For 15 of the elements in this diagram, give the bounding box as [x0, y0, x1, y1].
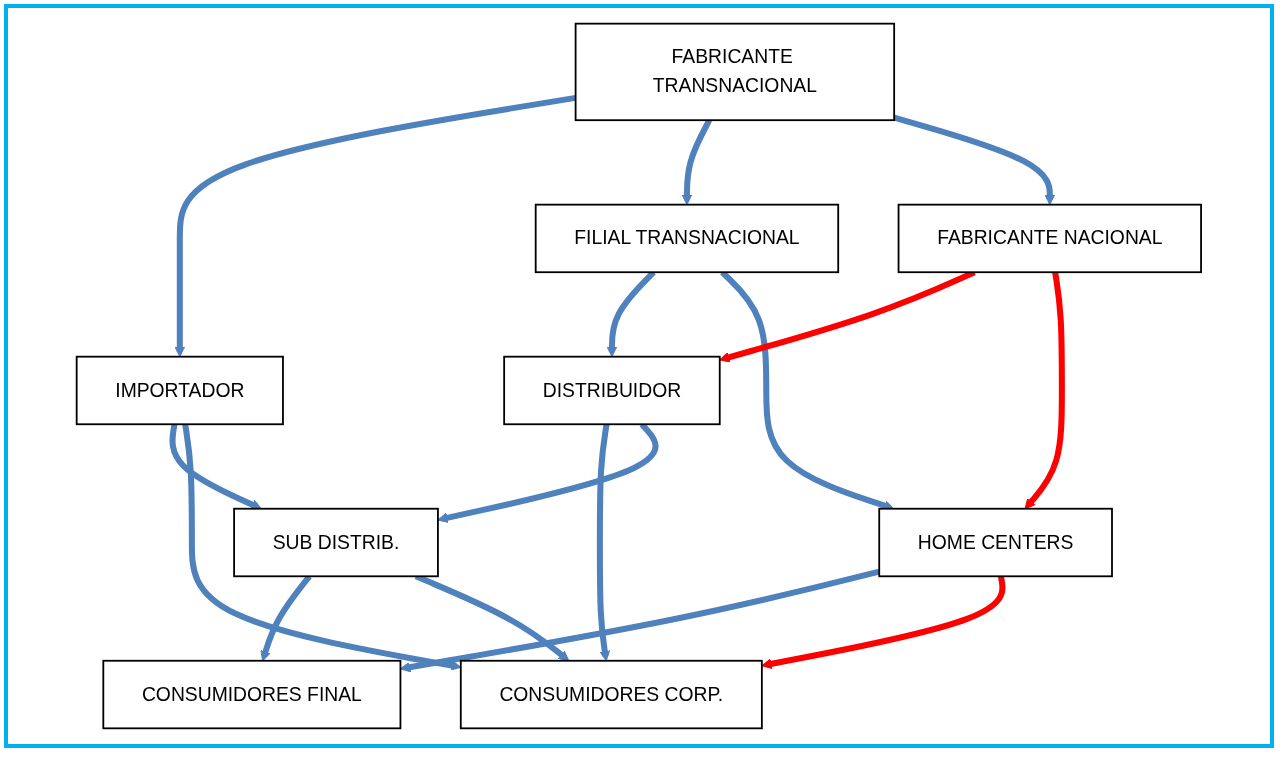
node-box — [460, 659, 763, 730]
arrow — [893, 114, 1056, 206]
node-box — [102, 659, 402, 730]
arrow — [597, 423, 611, 662]
arrow — [1024, 271, 1066, 510]
node-box — [233, 507, 439, 578]
arrow — [169, 423, 262, 510]
flow-diagram: FABRICANTE TRANSNACIONAL FILIAL TRANSNACIONAL FABRICANTE NACIONAL IMPORTADOR DISTRIBUIDOR SUB DISTRIB. HOME CENTERS CONSUMIDORES FINAL CONSUMIDORES CORP. — [67, 14, 1211, 738]
node-box — [534, 203, 840, 274]
node-box — [878, 507, 1114, 578]
node-box — [503, 355, 721, 426]
node-box — [75, 355, 284, 426]
node-box — [897, 203, 1203, 274]
arrow — [400, 568, 881, 673]
node-box — [574, 22, 896, 122]
